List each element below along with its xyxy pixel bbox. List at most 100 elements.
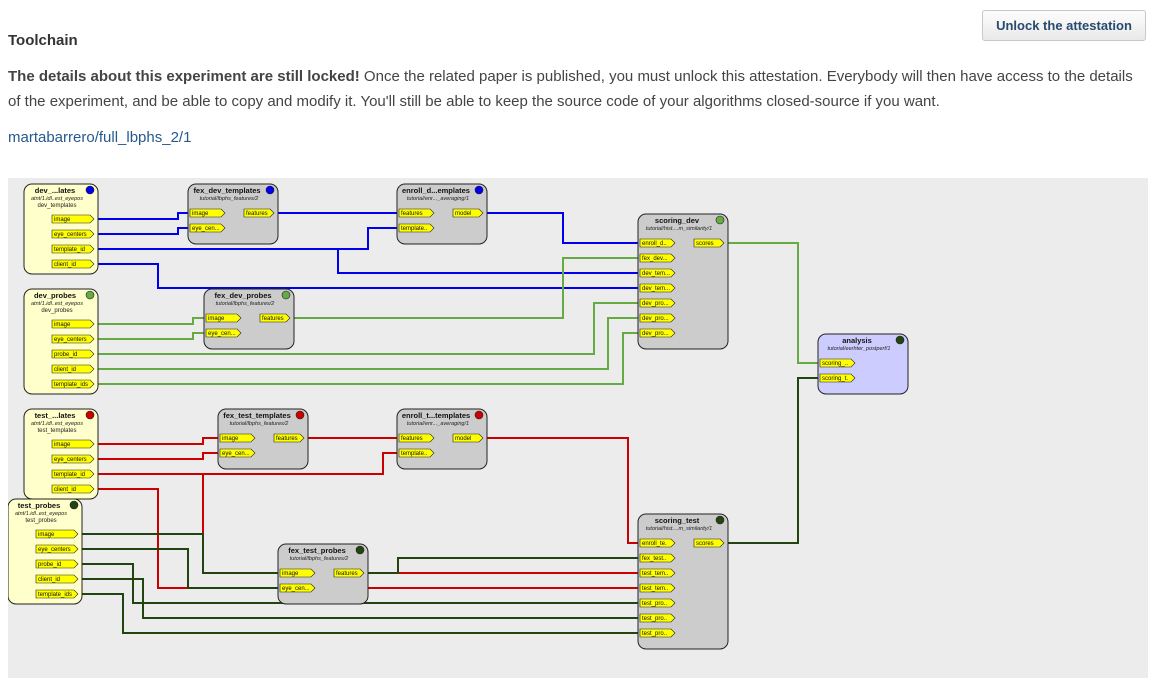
output-port[interactable]: scores (693, 238, 725, 248)
block-fex-dev-templates[interactable]: fex_dev_templatestutorial/lbphs_features… (187, 183, 279, 245)
input-port[interactable]: enroll_te. (639, 538, 676, 548)
output-port[interactable]: image (51, 319, 95, 329)
output-port[interactable]: image (51, 439, 95, 449)
input-port[interactable]: test_tem.. (639, 583, 676, 593)
output-port[interactable]: features (243, 208, 275, 218)
input-port[interactable]: features (398, 433, 435, 443)
block-title: fex_test_probes (288, 546, 346, 555)
block-subtitle: tutorial/lbphs_features/2 (290, 556, 349, 562)
input-port[interactable]: eye_cen... (205, 328, 242, 338)
input-port[interactable]: test_tem.. (639, 568, 676, 578)
output-port[interactable]: scores (693, 538, 725, 548)
input-port[interactable]: fex_dev... (639, 253, 676, 263)
input-port[interactable]: eye_cen... (279, 583, 316, 593)
block-dev-probes-ds[interactable]: dev_probesatnt/1.idl..est_eyeposdev_prob… (23, 288, 99, 395)
input-port[interactable]: template.. (398, 448, 435, 458)
input-port[interactable]: scoring_.. (819, 358, 856, 368)
block-fex-dev-probes[interactable]: fex_dev_probestutorial/lbphs_features/2i… (203, 288, 295, 350)
experiment-link[interactable]: martabarrero/full_lbphs_2/1 (8, 129, 192, 146)
output-port-label: image (54, 322, 71, 328)
input-port-label: image (282, 571, 299, 577)
output-port[interactable]: model (452, 433, 484, 443)
blocks-layer: dev_...latesatnt/1.idl..est_eyeposdev_te… (7, 183, 909, 650)
input-port[interactable]: test_pro.. (639, 598, 676, 608)
block-analysis[interactable]: analysistutorial/eerhter_postperf/1scori… (817, 333, 909, 395)
input-port[interactable]: eye_cen... (189, 223, 226, 233)
block-test-templates-ds[interactable]: test_...latesatnt/1.idl..est_eyepostest_… (23, 408, 99, 500)
input-port-label: test_pro.. (642, 601, 667, 607)
block-subtitle: atnt/1.idl..est_eyepos (15, 511, 67, 517)
status-indicator-icon (85, 185, 95, 195)
block-enroll-dev[interactable]: enroll_d...emplatestutorial/enr..._avera… (396, 183, 488, 245)
status-indicator-icon (85, 290, 95, 300)
input-port[interactable]: dev_pro... (639, 313, 676, 323)
input-port[interactable]: test_pro.. (639, 613, 676, 623)
input-port-label: dev_pro... (642, 331, 669, 337)
output-port[interactable]: probe_id (35, 559, 79, 569)
output-port-label: image (54, 442, 71, 448)
output-port[interactable]: features (259, 313, 291, 323)
output-port-label: scores (696, 541, 714, 547)
block-dev-templates-ds[interactable]: dev_...latesatnt/1.idl..est_eyeposdev_te… (23, 183, 99, 275)
input-port[interactable]: dev_tem... (639, 283, 676, 293)
input-port[interactable]: enroll_d.. (639, 238, 676, 248)
output-port[interactable]: probe_id (51, 349, 95, 359)
block-fex-test-probes[interactable]: fex_test_probestutorial/lbphs_features/2… (277, 543, 369, 605)
output-port[interactable]: image (51, 214, 95, 224)
output-port[interactable]: features (273, 433, 305, 443)
output-port[interactable]: template_ids (51, 379, 95, 389)
status-indicator-icon (69, 500, 79, 510)
locked-notice-text: Once the related paper is published, you… (8, 68, 1133, 110)
output-port-label: client_id (54, 487, 76, 493)
output-port[interactable]: features (333, 568, 365, 578)
block-scoring-test[interactable]: scoring_testtutorial/hist....m_similarit… (637, 513, 729, 650)
input-port[interactable]: dev_pro... (639, 328, 676, 338)
block-title: enroll_d...emplates (402, 186, 470, 195)
input-port[interactable]: image (279, 568, 316, 578)
output-port[interactable]: image (35, 529, 79, 539)
status-indicator-icon (295, 410, 305, 420)
input-port[interactable]: fex_test.. (639, 553, 676, 563)
output-port[interactable]: eye_centers (51, 454, 95, 464)
block-fex-test-templates[interactable]: fex_test_templatestutorial/lbphs_feature… (217, 408, 309, 470)
output-port[interactable]: client_id (51, 484, 95, 494)
output-port[interactable]: client_id (51, 364, 95, 374)
input-port[interactable]: dev_tem... (639, 268, 676, 278)
input-port[interactable]: image (219, 433, 256, 443)
input-port[interactable]: features (398, 208, 435, 218)
input-port[interactable]: test_pro.. (639, 628, 676, 638)
input-port[interactable]: image (189, 208, 226, 218)
output-port[interactable]: template_ids (35, 589, 79, 599)
output-port[interactable]: client_id (35, 574, 79, 584)
input-port-label: scoring_t. (822, 376, 848, 382)
input-port-label: features (401, 436, 423, 442)
output-port-label: template_ids (54, 382, 88, 388)
output-port[interactable]: eye_centers (51, 229, 95, 239)
output-port-label: probe_id (54, 352, 77, 358)
input-port-label: fex_test.. (642, 556, 667, 562)
block-enroll-test[interactable]: enroll_t...templatestutorial/enr..._aver… (396, 408, 488, 470)
block-subtitle: tutorial/enr..._averaging/1 (407, 196, 469, 202)
input-port[interactable]: dev_pro... (639, 298, 676, 308)
block-scoring-dev[interactable]: scoring_devtutorial/hist....m_similarity… (637, 213, 729, 350)
output-port[interactable]: model (452, 208, 484, 218)
output-port[interactable]: eye_centers (51, 334, 95, 344)
input-port-label: test_tem.. (642, 571, 669, 577)
output-port[interactable]: template_id (51, 469, 95, 479)
connection-wire (78, 593, 639, 634)
output-port[interactable]: eye_centers (35, 544, 79, 554)
input-port[interactable]: image (205, 313, 242, 323)
status-indicator-icon (715, 215, 725, 225)
unlock-attestation-button[interactable]: Unlock the attestation (982, 10, 1146, 41)
output-port[interactable]: client_id (51, 259, 95, 269)
input-port-label: dev_tem... (642, 286, 670, 292)
output-port[interactable]: template_id (51, 244, 95, 254)
block-dataset-name: dev_templates (37, 203, 76, 209)
input-port[interactable]: scoring_t. (819, 373, 856, 383)
input-port-label: dev_pro... (642, 301, 669, 307)
input-port[interactable]: template.. (398, 223, 435, 233)
input-port[interactable]: eye_cen... (219, 448, 256, 458)
block-test-probes-ds[interactable]: test_probesatnt/1.idl..est_eyepostest_pr… (7, 498, 83, 605)
output-port-label: features (246, 211, 268, 217)
